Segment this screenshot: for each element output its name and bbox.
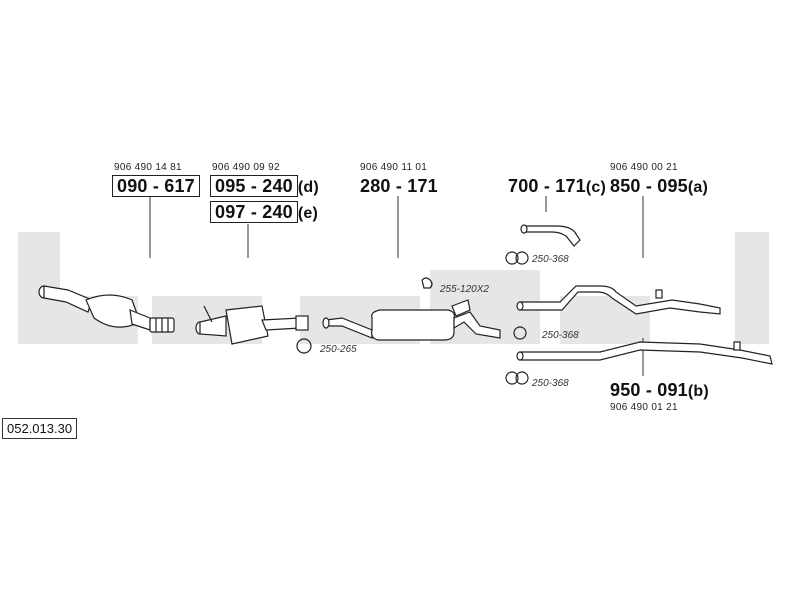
cat-converter-090-617 <box>38 285 175 333</box>
part-label-090-617: 090 - 617 <box>112 175 200 197</box>
part-suffix-d: (d) <box>297 179 319 196</box>
clamp-icon <box>515 251 529 265</box>
part-suffix-a: (a) <box>687 179 709 196</box>
hanger-icon <box>421 277 433 289</box>
oe-number-090-617: 906 490 14 81 <box>114 162 182 173</box>
main-silencer-280-171 <box>322 299 501 341</box>
tailpipe-950-091 <box>516 341 773 365</box>
part-number-280-171[interactable]: 280 - 171 <box>360 176 438 196</box>
fitting-ref-250-265[interactable]: 250-265 <box>320 344 357 355</box>
part-number-095-240[interactable]: 095 - 240 <box>210 175 298 197</box>
part-label-097-240: 097 - 240(e) <box>210 201 319 224</box>
part-number-097-240[interactable]: 097 - 240 <box>210 201 298 223</box>
tailpipe-850-095 <box>516 285 721 315</box>
part-suffix-b: (b) <box>687 383 709 400</box>
oe-number-950-091: 906 490 01 21 <box>610 402 678 413</box>
clamp-icon <box>515 371 529 385</box>
part-label-850-095: 850 - 095(a) <box>610 176 708 198</box>
part-number-090-617[interactable]: 090 - 617 <box>112 175 200 197</box>
clamp-icon <box>505 251 519 265</box>
oe-number-850-095: 906 490 00 21 <box>610 162 678 173</box>
clamp-icon <box>296 338 312 354</box>
clamp-icon <box>513 326 527 340</box>
document-reference: 052.013.30 <box>2 418 78 439</box>
part-number-850-095[interactable]: 850 - 095 <box>610 176 688 196</box>
part-number-700-171[interactable]: 700 - 171 <box>508 176 586 196</box>
front-silencer <box>195 305 309 345</box>
fitting-ref-250-368-bottom[interactable]: 250-368 <box>532 378 569 389</box>
fitting-ref-255-120x2[interactable]: 255-120X2 <box>440 284 489 295</box>
part-label-700-171: 700 - 171(c) <box>508 176 606 198</box>
oe-number-095-240: 906 490 09 92 <box>212 162 280 173</box>
part-suffix-e: (e) <box>297 205 319 222</box>
part-number-950-091[interactable]: 950 - 091 <box>610 380 688 400</box>
fitting-ref-250-368-mid[interactable]: 250-368 <box>542 330 579 341</box>
clamp-icon <box>505 371 519 385</box>
fitting-ref-250-368-top[interactable]: 250-368 <box>532 254 569 265</box>
oe-number-280-171: 906 490 11 01 <box>360 162 428 173</box>
pipe-700-171 <box>520 224 581 247</box>
part-suffix-c: (c) <box>585 179 607 196</box>
part-label-095-240: 095 - 240(d) <box>210 175 319 198</box>
part-label-950-091: 950 - 091(b) <box>610 380 709 402</box>
clamps <box>296 251 529 385</box>
